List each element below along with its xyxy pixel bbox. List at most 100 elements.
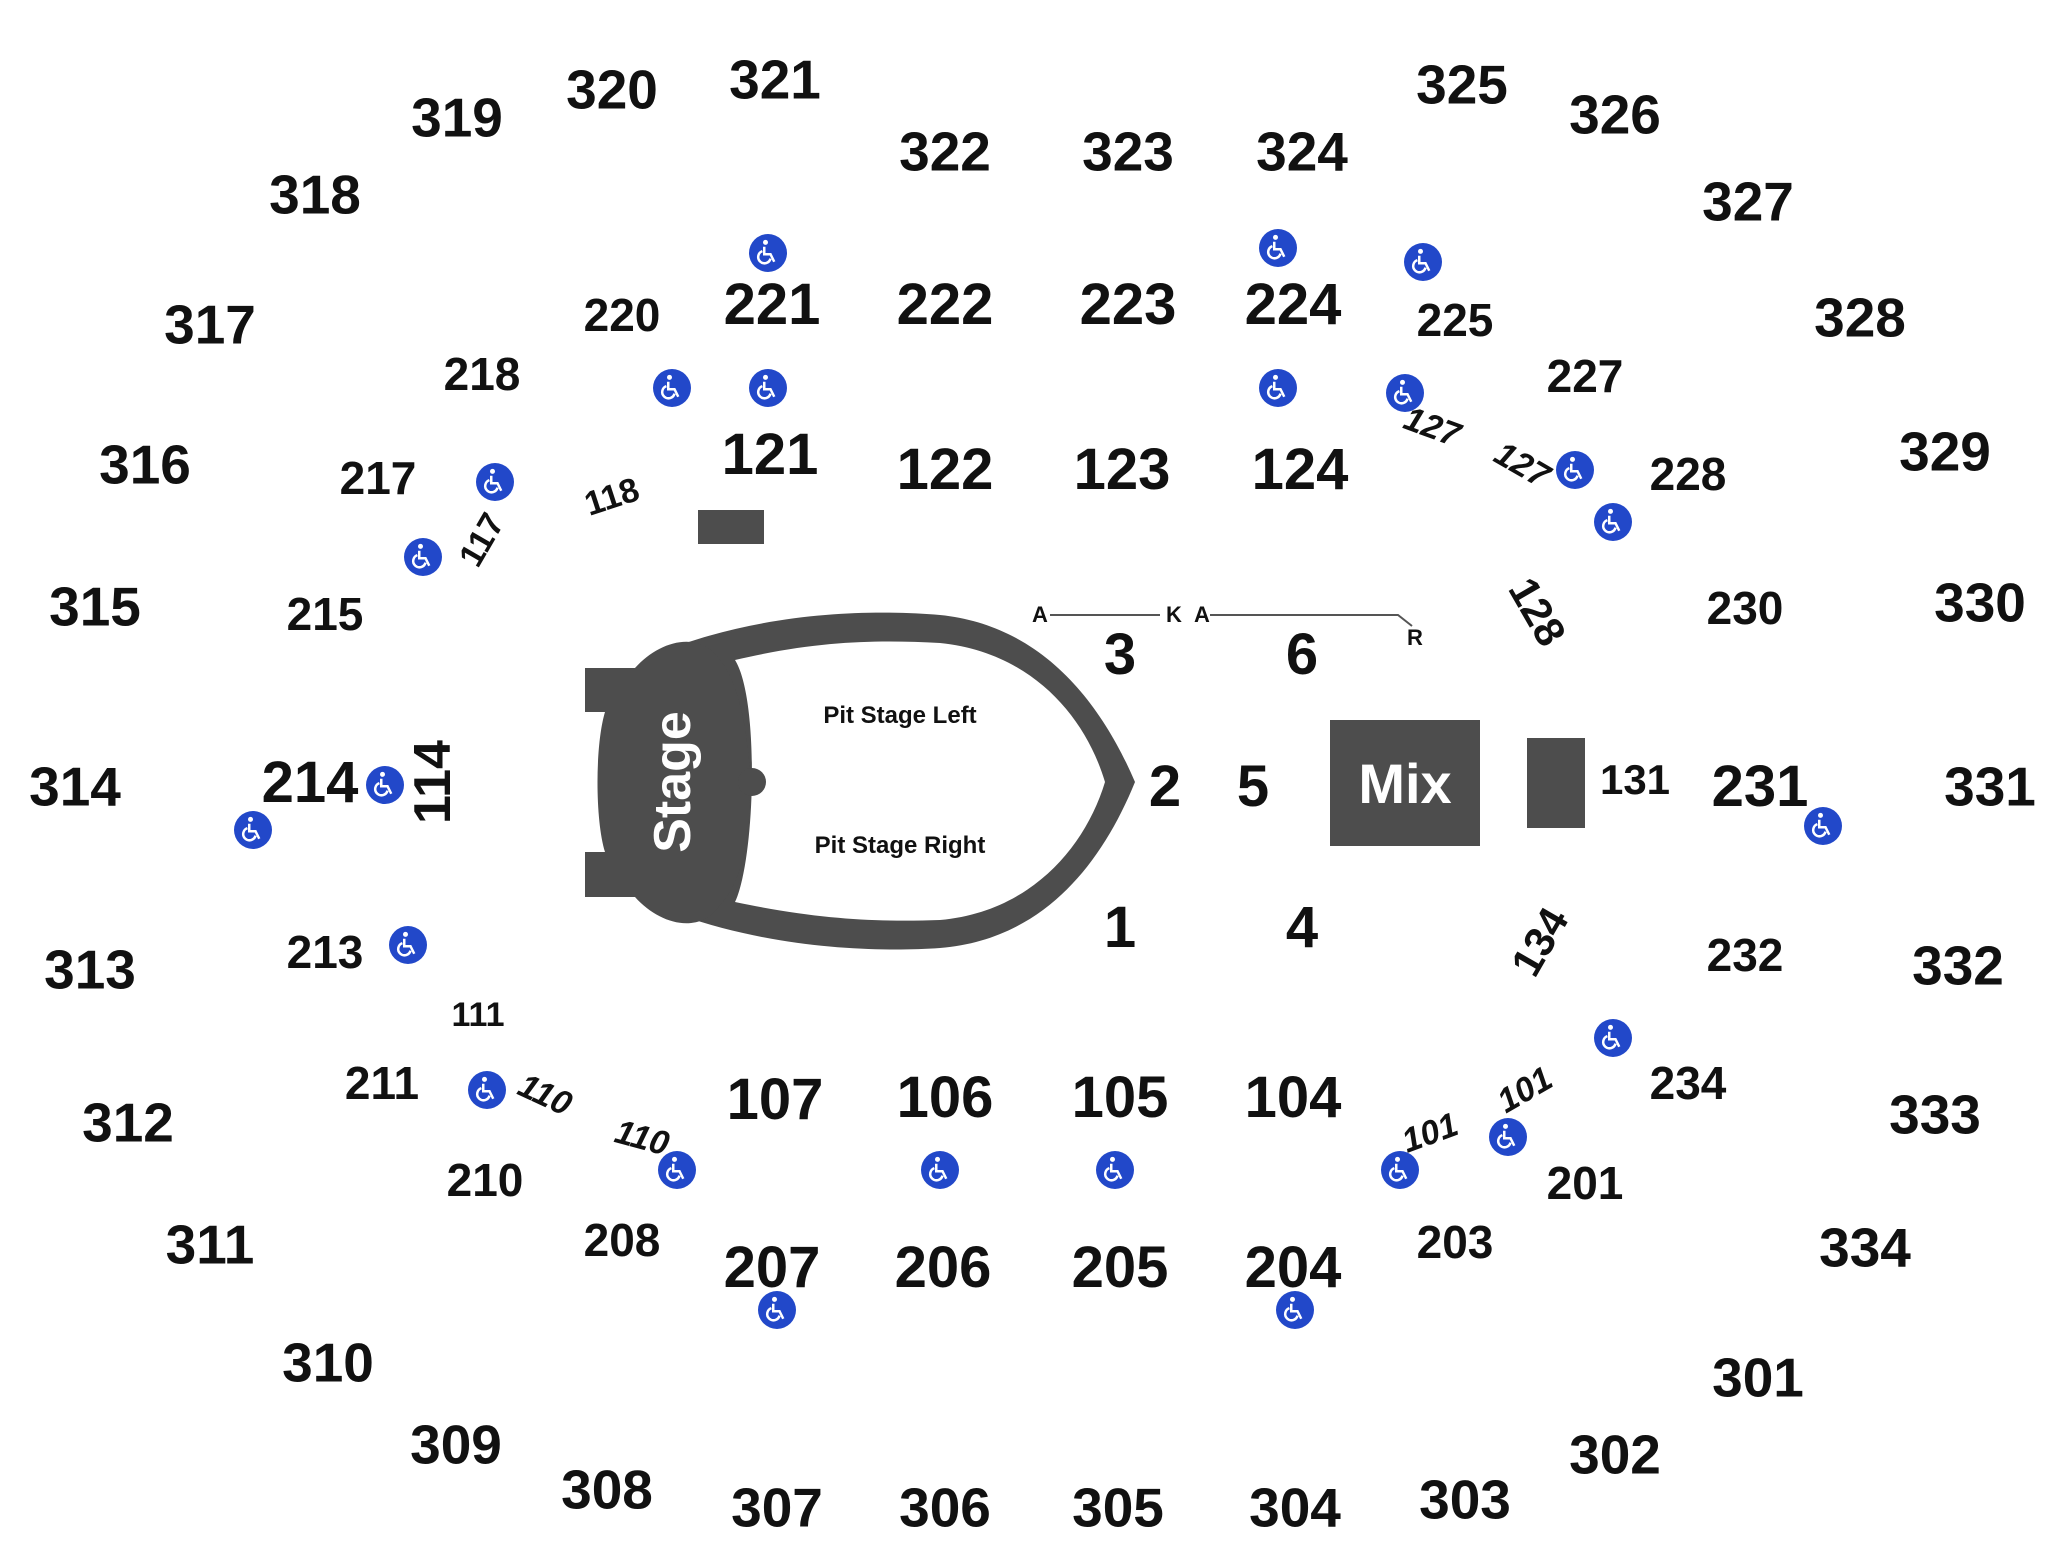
- section-207[interactable]: 207: [723, 1235, 821, 1300]
- section-317[interactable]: 317: [164, 293, 256, 356]
- wheelchair-accessible-icon: [234, 811, 272, 849]
- section-313[interactable]: 313: [44, 938, 136, 1001]
- section-203[interactable]: 203: [1416, 1216, 1494, 1268]
- floor-section-6[interactable]: 6: [1285, 622, 1319, 687]
- section-308[interactable]: 308: [561, 1458, 653, 1521]
- section-107[interactable]: 107: [726, 1067, 824, 1132]
- floor-section-1[interactable]: 1: [1103, 895, 1137, 960]
- section-306[interactable]: 306: [899, 1476, 991, 1539]
- section-227[interactable]: 227: [1546, 350, 1624, 402]
- wheelchair-accessible-icon: [1556, 451, 1594, 489]
- section-106[interactable]: 106: [896, 1065, 994, 1130]
- row-label-k: K: [1166, 602, 1182, 627]
- section-123[interactable]: 123: [1073, 437, 1171, 502]
- section-114[interactable]: 114: [404, 740, 462, 824]
- section-327[interactable]: 327: [1702, 170, 1794, 233]
- section-105[interactable]: 105: [1071, 1065, 1169, 1130]
- section-309[interactable]: 309: [410, 1413, 502, 1476]
- stage-label: Stage: [644, 711, 702, 853]
- section-305[interactable]: 305: [1072, 1476, 1164, 1539]
- section-131[interactable]: 131: [1599, 756, 1671, 803]
- section-312[interactable]: 312: [82, 1091, 174, 1154]
- section-301[interactable]: 301: [1712, 1346, 1804, 1409]
- section-211[interactable]: 211: [344, 1057, 420, 1109]
- section-314[interactable]: 314: [29, 755, 121, 818]
- section-220[interactable]: 220: [583, 289, 661, 341]
- section-231[interactable]: 231: [1711, 754, 1809, 819]
- section-213[interactable]: 213: [286, 926, 364, 978]
- wheelchair-accessible-icon: [921, 1151, 959, 1189]
- section-204[interactable]: 204: [1244, 1235, 1342, 1300]
- section-111[interactable]: 111: [451, 996, 505, 1034]
- floor-section-4[interactable]: 4: [1285, 895, 1319, 960]
- block-121: [698, 510, 764, 544]
- section-310[interactable]: 310: [282, 1331, 374, 1394]
- row-label-a: A: [1032, 602, 1048, 627]
- row-label-r: R: [1407, 625, 1423, 650]
- section-214[interactable]: 214: [261, 750, 359, 815]
- section-323[interactable]: 323: [1082, 120, 1174, 183]
- section-208[interactable]: 208: [583, 1214, 661, 1266]
- section-333[interactable]: 333: [1889, 1083, 1981, 1146]
- section-320[interactable]: 320: [566, 58, 658, 121]
- section-215[interactable]: 215: [286, 588, 364, 640]
- block-131: [1527, 738, 1585, 828]
- section-304[interactable]: 304: [1249, 1476, 1341, 1539]
- section-330[interactable]: 330: [1934, 571, 2026, 634]
- floor-section-5[interactable]: 5: [1236, 754, 1270, 819]
- section-303[interactable]: 303: [1419, 1468, 1511, 1531]
- mix-position: Mix: [1330, 720, 1480, 846]
- section-332[interactable]: 332: [1912, 934, 2004, 997]
- section-224[interactable]: 224: [1244, 272, 1342, 337]
- wheelchair-accessible-icon: [1259, 369, 1297, 407]
- section-121[interactable]: 121: [721, 422, 819, 487]
- section-334[interactable]: 334: [1819, 1216, 1911, 1279]
- wheelchair-accessible-icon: [468, 1071, 506, 1109]
- section-210[interactable]: 210: [446, 1154, 524, 1206]
- section-223[interactable]: 223: [1079, 272, 1177, 337]
- section-218[interactable]: 218: [443, 348, 521, 400]
- wheelchair-accessible-icon: [1386, 374, 1424, 412]
- floor-section-3[interactable]: 3: [1103, 622, 1137, 687]
- wheelchair-accessible-icon: [1381, 1151, 1419, 1189]
- row-label-a-2: A: [1194, 602, 1210, 627]
- section-201[interactable]: 201: [1546, 1157, 1624, 1209]
- pit-stage-right[interactable]: Pit Stage Right: [814, 832, 986, 859]
- section-321[interactable]: 321: [729, 48, 821, 111]
- section-322[interactable]: 322: [899, 120, 991, 183]
- section-318[interactable]: 318: [269, 163, 361, 226]
- section-315[interactable]: 315: [49, 575, 141, 638]
- section-302[interactable]: 302: [1569, 1423, 1661, 1486]
- section-228[interactable]: 228: [1649, 448, 1727, 500]
- section-124[interactable]: 124: [1251, 437, 1349, 502]
- section-326[interactable]: 326: [1569, 83, 1661, 146]
- section-122[interactable]: 122: [896, 437, 994, 502]
- section-234[interactable]: 234: [1649, 1057, 1727, 1109]
- wheelchair-accessible-icon: [476, 463, 514, 501]
- section-206[interactable]: 206: [894, 1235, 992, 1300]
- section-316[interactable]: 316: [99, 433, 191, 496]
- section-230[interactable]: 230: [1706, 582, 1784, 634]
- section-232[interactable]: 232: [1706, 929, 1784, 981]
- section-307[interactable]: 307: [731, 1476, 823, 1539]
- row-line-2: [1210, 614, 1413, 627]
- section-205[interactable]: 205: [1071, 1235, 1169, 1300]
- section-325[interactable]: 325: [1416, 53, 1508, 116]
- section-104[interactable]: 104: [1244, 1065, 1342, 1130]
- section-331[interactable]: 331: [1944, 755, 2036, 818]
- section-311[interactable]: 311: [165, 1213, 255, 1276]
- section-329[interactable]: 329: [1899, 420, 1991, 483]
- section-217[interactable]: 217: [339, 452, 417, 504]
- section-328[interactable]: 328: [1814, 286, 1906, 349]
- section-324[interactable]: 324: [1256, 120, 1348, 183]
- wheelchair-accessible-icon: [658, 1151, 696, 1189]
- section-225[interactable]: 225: [1416, 294, 1494, 346]
- pit-stage-left[interactable]: Pit Stage Left: [823, 702, 977, 729]
- wheelchair-accessible-icon: [1804, 807, 1842, 845]
- floor-section-2[interactable]: 2: [1148, 754, 1182, 819]
- wheelchair-accessible-icon: [389, 926, 427, 964]
- section-319[interactable]: 319: [411, 86, 503, 149]
- section-222[interactable]: 222: [896, 272, 994, 337]
- section-221[interactable]: 221: [723, 272, 821, 337]
